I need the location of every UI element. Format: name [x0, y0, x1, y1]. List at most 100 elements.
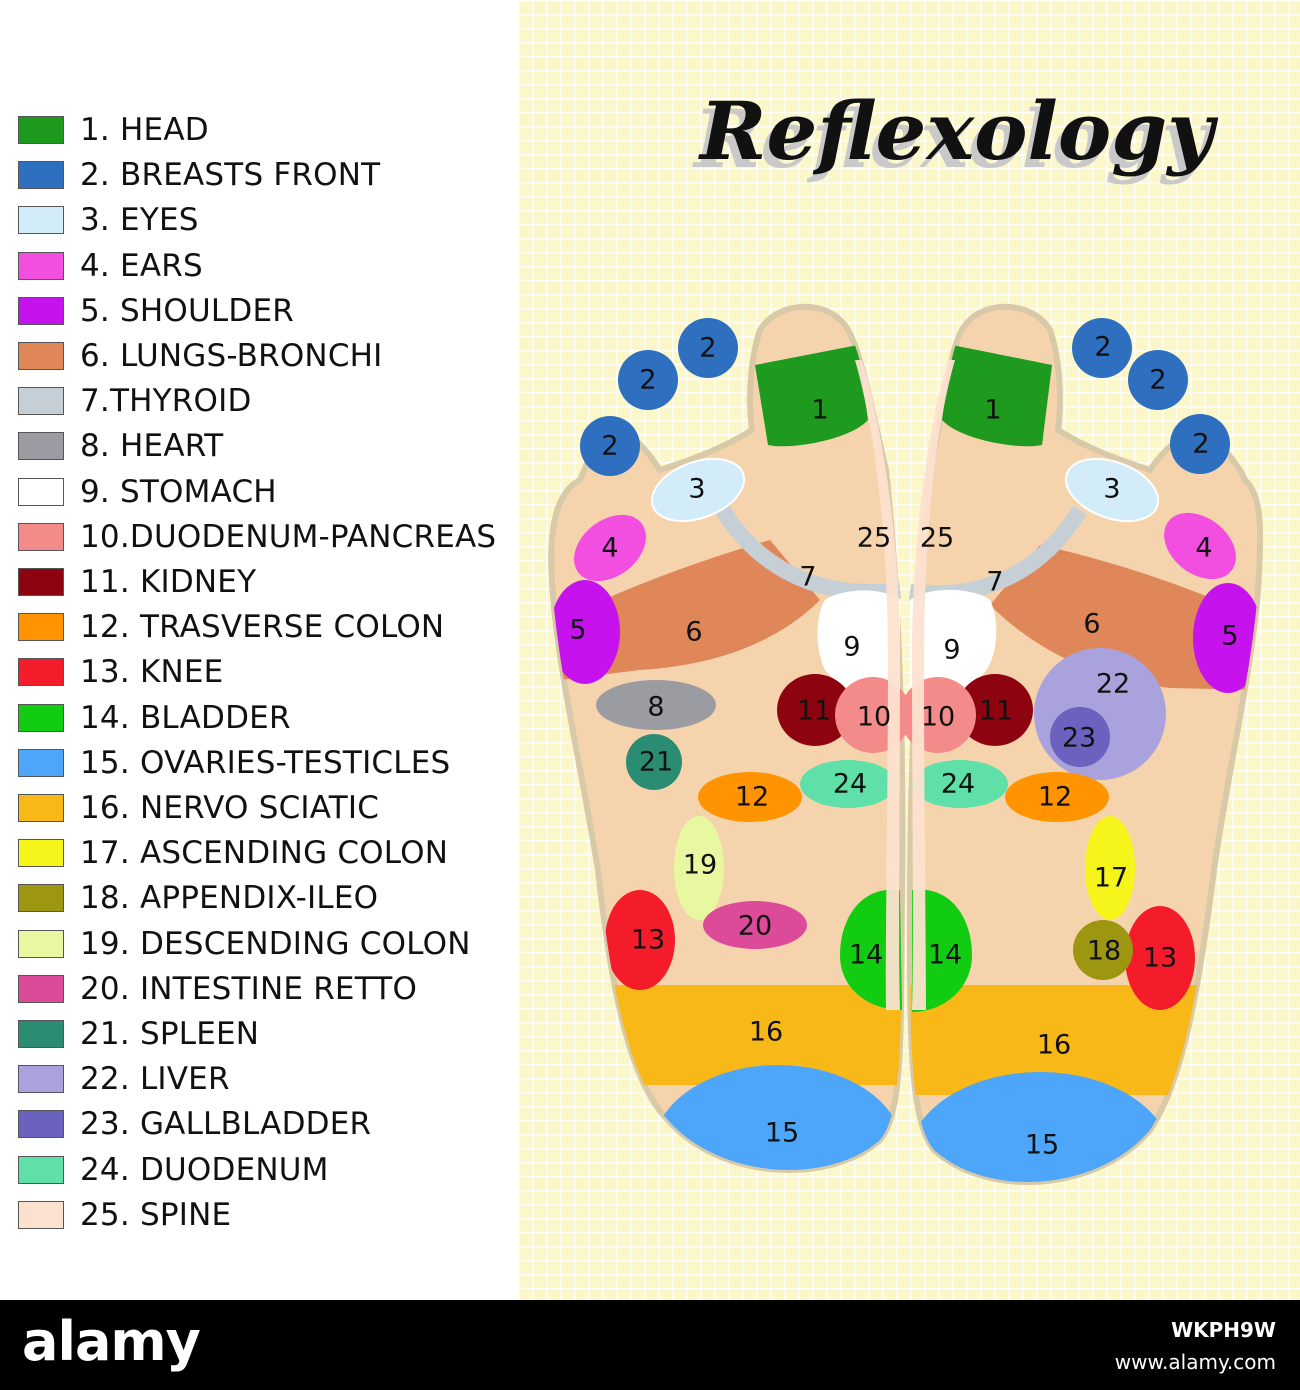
- legend-swatch: [18, 161, 64, 190]
- legend-swatch: [18, 974, 64, 1003]
- legend-item: 1. HEAD: [18, 110, 209, 150]
- label-14-left: 14: [849, 940, 883, 971]
- zone-4-left: [574, 514, 646, 582]
- legend-label: 7.THYROID: [80, 383, 252, 420]
- zone-2-left-b: [618, 350, 678, 410]
- label-7-left: 7: [799, 562, 816, 593]
- label-2-left-a: 2: [699, 333, 716, 364]
- legend-label: 6. LUNGS-BRONCHI: [80, 338, 383, 374]
- zone-1-left: [755, 345, 868, 447]
- legend-swatch: [18, 1155, 64, 1184]
- legend-label: 5. SHOULDER: [80, 292, 294, 329]
- legend-swatch: [18, 884, 64, 913]
- label-1-left: 1: [811, 395, 828, 426]
- legend-item: 18. APPENDIX-ILEO: [18, 878, 378, 918]
- label-13-left: 13: [631, 925, 665, 956]
- label-6-left: 6: [685, 617, 702, 648]
- zone-6-left: [560, 540, 820, 680]
- legend-swatch: [18, 794, 64, 822]
- label-16-left: 16: [749, 1017, 783, 1048]
- label-5-left: 5: [569, 615, 586, 646]
- zone-2-left-a: [678, 318, 738, 378]
- legend-label: 2. BREASTS FRONT: [80, 157, 381, 194]
- legend-label: 20. INTESTINE RETTO: [80, 970, 418, 1007]
- zone-2-left-c: [580, 416, 640, 476]
- zone-1-right: [942, 345, 1052, 447]
- label-2-left-b: 2: [639, 365, 656, 396]
- legend-item: 21. SPLEEN: [18, 1014, 259, 1054]
- legend-label: 14. BLADDER: [80, 699, 291, 736]
- footer-bar: alamy WKPH9W www.alamy.com: [0, 1300, 1300, 1390]
- legend-label: 21. SPLEEN: [80, 1016, 260, 1052]
- label-4-right: 4: [1195, 533, 1212, 564]
- legend-swatch: [18, 748, 64, 777]
- label-10-left: 10: [857, 702, 891, 733]
- label-25-left: 25: [857, 523, 891, 554]
- legend-swatch: [18, 1065, 64, 1094]
- label-18-right: 18: [1087, 936, 1121, 967]
- label-9-left: 9: [843, 632, 860, 663]
- zone-4-right: [1164, 512, 1236, 580]
- label-15-right: 15: [1025, 1130, 1059, 1161]
- legend-label: 15. OVARIES-TESTICLES: [80, 744, 451, 781]
- legend-item: 23. GALLBLADDER: [18, 1104, 371, 1144]
- legend-item: 19. DESCENDING COLON: [18, 924, 471, 964]
- zone-14-right: [912, 889, 972, 1012]
- zone-11-right: [957, 674, 1033, 746]
- legend-item: 4. EARS: [18, 246, 203, 286]
- zone-23-right: [1050, 707, 1110, 767]
- legend-label: 9. STOMACH: [80, 473, 277, 510]
- label-25-right: 25: [920, 523, 954, 554]
- legend-item: 22. LIVER: [18, 1059, 230, 1099]
- label-20-left: 20: [738, 911, 772, 942]
- legend-swatch: [18, 522, 64, 551]
- zone-8-left: [596, 680, 716, 730]
- zone-2-right-a: [1072, 318, 1132, 378]
- legend-label: 12. TRASVERSE COLON: [80, 609, 445, 646]
- label-2-right-b: 2: [1149, 365, 1166, 396]
- zone-15-left: [653, 1065, 903, 1170]
- legend-item: 11. KIDNEY: [18, 562, 256, 602]
- foot-reflexology-diagram: 2 2 2 1 3 4 25 7 5 6 9 8 11 10 21 24 12 …: [548, 303, 1264, 1185]
- label-11-left: 11: [797, 696, 831, 727]
- label-2-right-a: 2: [1094, 332, 1111, 363]
- legend-swatch: [18, 703, 64, 732]
- label-24-left: 24: [833, 769, 867, 800]
- zone-11-left: [777, 674, 853, 746]
- zone-24-right: [912, 760, 1008, 808]
- label-6-right: 6: [1083, 609, 1100, 640]
- legend-item: 17. ASCENDING COLON: [18, 833, 448, 873]
- label-23-right: 23: [1062, 723, 1096, 754]
- legend-label: 17. ASCENDING COLON: [80, 835, 449, 872]
- label-8-left: 8: [647, 692, 664, 723]
- label-24-right: 24: [941, 769, 975, 800]
- legend-swatch: [18, 658, 64, 687]
- zone-12-left: [698, 772, 802, 822]
- stock-id: WKPH9W: [1171, 1318, 1276, 1342]
- label-3-left: 3: [688, 474, 705, 505]
- legend-swatch: [18, 1020, 64, 1048]
- legend-label: 16. NERVO SCIATIC: [80, 790, 380, 826]
- legend-label: 8. HEART: [80, 428, 224, 465]
- legend-label: 4. EARS: [80, 247, 203, 284]
- label-10-right: 10: [921, 702, 955, 733]
- legend-item: 9. STOMACH: [18, 472, 277, 512]
- label-12-right: 12: [1038, 782, 1072, 813]
- zone-19-left: [674, 816, 724, 920]
- zone-20-left: [703, 901, 807, 949]
- label-22-right: 22: [1096, 669, 1130, 700]
- zone-5-right: [1193, 583, 1261, 693]
- zone-16-left: [551, 985, 903, 1085]
- brand-logo-text: alamy: [22, 1310, 201, 1373]
- legend-item: 5. SHOULDER: [18, 291, 294, 331]
- label-3-right: 3: [1103, 474, 1120, 505]
- legend-swatch: [18, 387, 64, 416]
- zone-5-left: [551, 580, 620, 684]
- legend-swatch: [18, 568, 64, 596]
- legend-swatch: [18, 342, 64, 370]
- zone-21-left: [626, 734, 682, 790]
- zone-13-left: [605, 890, 675, 990]
- label-1-right: 1: [984, 395, 1001, 426]
- legend-label: 19. DESCENDING COLON: [80, 925, 471, 962]
